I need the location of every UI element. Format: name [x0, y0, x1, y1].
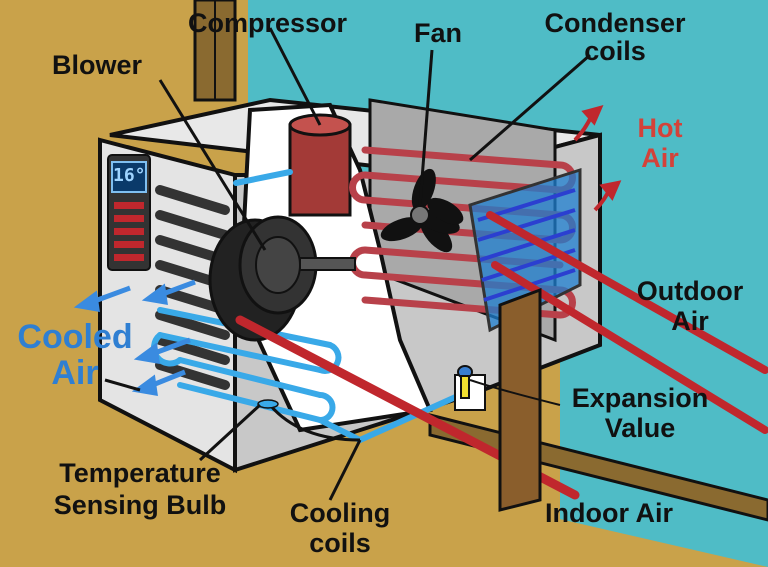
compressor [288, 113, 352, 217]
label-indoor-air: Indoor Air [545, 498, 673, 528]
support-post [498, 287, 542, 512]
cooled-air-arrows [73, 279, 196, 397]
label-expansion-line2: Value [604, 413, 676, 443]
label-condenser-line1: Condenser [544, 8, 686, 38]
leader-lines [104, 27, 591, 501]
label-cooled-air-line1: Cooled [17, 318, 133, 356]
temperature-bulb [257, 399, 279, 409]
label-condenser-line2: coils [584, 36, 646, 66]
label-expansion-line1: Expansion [571, 383, 709, 413]
hot-air-arrows [573, 105, 622, 212]
label-outdoor-air-line2: Air [671, 306, 709, 336]
expansion-valve [457, 365, 473, 399]
label-cooling-coils-line1: Cooling [289, 498, 391, 528]
label-temp-bulb-line2: Sensing Bulb [53, 490, 227, 520]
label-hot-air-line2: Air [641, 143, 679, 173]
label-cooling-coils-line2: coils [309, 528, 371, 558]
temperature-display: 16° [113, 165, 146, 186]
condenser-grille [468, 167, 582, 333]
label-cooled-air-line2: Air [51, 354, 99, 392]
fan [380, 168, 464, 253]
label-outdoor-air-line1: Outdoor [636, 276, 744, 306]
label-hot-air-line1: Hot [637, 113, 683, 143]
label-compressor: Compressor [188, 8, 348, 38]
panel-indicator-bars [114, 202, 144, 261]
label-fan: Fan [414, 18, 463, 48]
label-blower: Blower [52, 50, 143, 80]
label-temp-bulb-line1: Temperature [59, 458, 221, 488]
